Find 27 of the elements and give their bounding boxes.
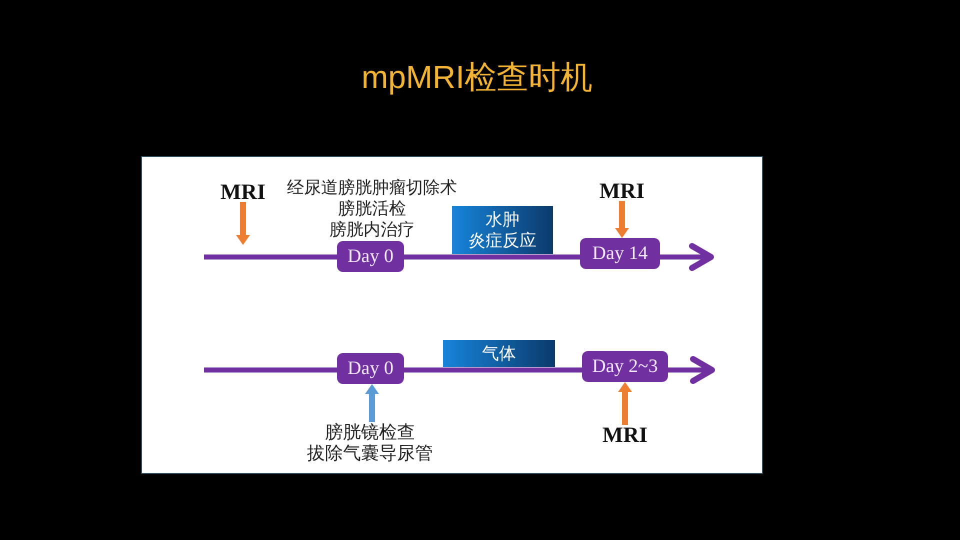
- procedure-label: 膀胱镜检查: [325, 422, 415, 443]
- arrow: [618, 382, 632, 425]
- timeline-line: [404, 254, 580, 260]
- procedure-label: 膀胱活检: [338, 198, 406, 219]
- day-box: Day 14: [580, 238, 660, 269]
- arrow: [365, 384, 379, 422]
- timeline-arrow: [660, 243, 714, 271]
- timeline-arrow: [668, 356, 715, 384]
- phase-label: 炎症反应: [468, 230, 536, 251]
- phase-box: [452, 206, 553, 254]
- day-box: Day 0: [337, 353, 404, 384]
- procedure-label: 膀胱内治疗: [330, 219, 414, 240]
- timeline-line: [404, 368, 582, 372]
- event-label: MRI: [599, 181, 645, 201]
- day-box: Day 2~3: [582, 351, 668, 382]
- procedure-label: 拔除气囊导尿管: [307, 443, 433, 464]
- timeline-line: [204, 254, 337, 260]
- phase-label: 水肿: [486, 209, 520, 230]
- timeline-line: [204, 368, 337, 372]
- arrow: [236, 202, 250, 245]
- day-box: Day 0: [337, 241, 404, 272]
- phase-box: 气体: [443, 340, 555, 367]
- event-label: MRI: [220, 182, 266, 202]
- slide-title: mpMRI检查时机: [361, 58, 593, 96]
- event-label: MRI: [602, 425, 648, 445]
- arrow: [615, 201, 629, 238]
- procedure-label: 经尿道膀胱肿瘤切除术: [287, 177, 457, 198]
